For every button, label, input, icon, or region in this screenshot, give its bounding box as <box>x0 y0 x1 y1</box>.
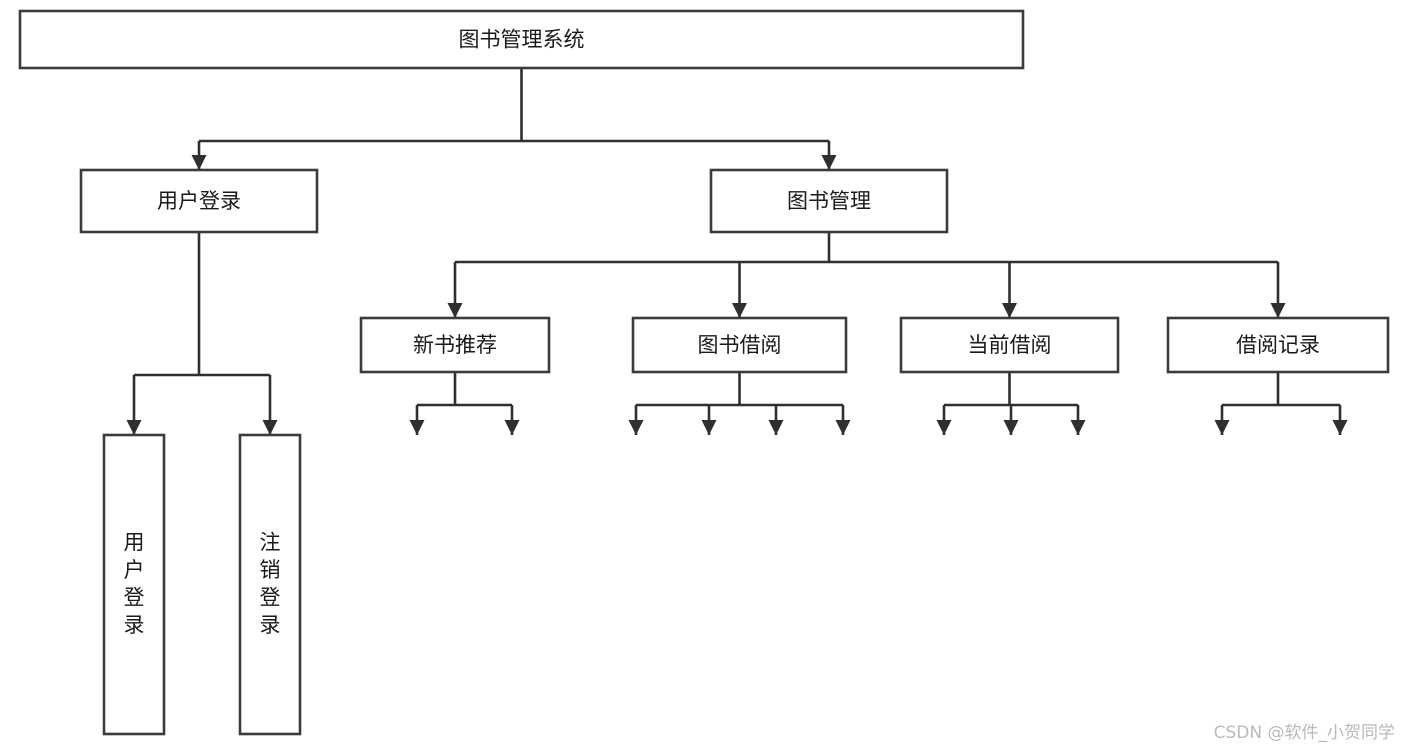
arrow-head-icon <box>1070 420 1086 435</box>
arrow-head-icon <box>447 303 463 318</box>
node-label-user-login: 用户登录 <box>157 189 241 213</box>
arrow-head-icon <box>1332 420 1348 435</box>
node-box-user-logout[interactable] <box>238 433 302 736</box>
arrow-head-icon <box>1002 303 1017 318</box>
arrow-head-icon <box>504 420 520 435</box>
arrow-head-icon <box>701 420 717 435</box>
connector-layer <box>126 68 1348 435</box>
node-box-borrow-record[interactable] <box>1166 316 1390 374</box>
node-box-root[interactable] <box>18 9 1025 70</box>
node-label-book-borrow: 图书借阅 <box>698 333 782 357</box>
node-user-logout[interactable]: 注销登录 <box>238 433 302 736</box>
node-box-current-borrow[interactable] <box>899 316 1120 374</box>
node-current-borrow[interactable]: 当前借阅 <box>899 316 1120 374</box>
node-label-book-manage: 图书管理 <box>787 189 871 213</box>
arrow-head-icon <box>936 420 952 435</box>
node-root[interactable]: 图书管理系统 <box>18 9 1025 70</box>
node-label-user-login-do: 用户登录 <box>124 530 145 637</box>
node-new-book-recommend[interactable]: 新书推荐 <box>359 316 551 374</box>
node-label-current-borrow: 当前借阅 <box>968 333 1052 357</box>
node-label-borrow-record: 借阅记录 <box>1236 333 1320 357</box>
watermark-text: CSDN @软件_小贺同学 <box>1213 723 1395 743</box>
node-box-user-login-do[interactable] <box>102 433 166 736</box>
arrow-head-icon <box>409 420 425 435</box>
arrow-head-icon <box>262 420 278 435</box>
node-user-login[interactable]: 用户登录 <box>79 168 319 234</box>
arrow-head-icon <box>126 420 142 435</box>
node-borrow-record[interactable]: 借阅记录 <box>1166 316 1390 374</box>
arrow-head-icon <box>1214 420 1230 435</box>
node-box-user-login[interactable] <box>79 168 319 234</box>
arrow-head-icon <box>835 420 851 435</box>
arrow-head-icon <box>191 155 207 170</box>
arrow-head-icon <box>821 155 837 170</box>
arrow-head-icon <box>732 303 747 318</box>
node-book-borrow[interactable]: 图书借阅 <box>631 316 848 374</box>
arrow-head-icon <box>628 420 644 435</box>
node-user-login-do[interactable]: 用户登录 <box>102 433 166 736</box>
arrow-head-icon <box>1270 303 1286 318</box>
node-layer: 图书管理系统用户登录用户登录注销登录图书管理新书推荐图书借阅当前借阅借阅记录 <box>18 9 1390 736</box>
node-box-book-manage[interactable] <box>709 168 949 234</box>
node-label-user-logout: 注销登录 <box>260 530 281 637</box>
arrow-head-icon <box>1003 420 1019 435</box>
node-box-new-book-recommend[interactable] <box>359 316 551 374</box>
arrow-head-icon <box>768 420 784 435</box>
node-box-book-borrow[interactable] <box>631 316 848 374</box>
node-label-new-book-recommend: 新书推荐 <box>413 333 497 357</box>
node-book-manage[interactable]: 图书管理 <box>709 168 949 234</box>
node-label-root: 图书管理系统 <box>459 28 585 52</box>
